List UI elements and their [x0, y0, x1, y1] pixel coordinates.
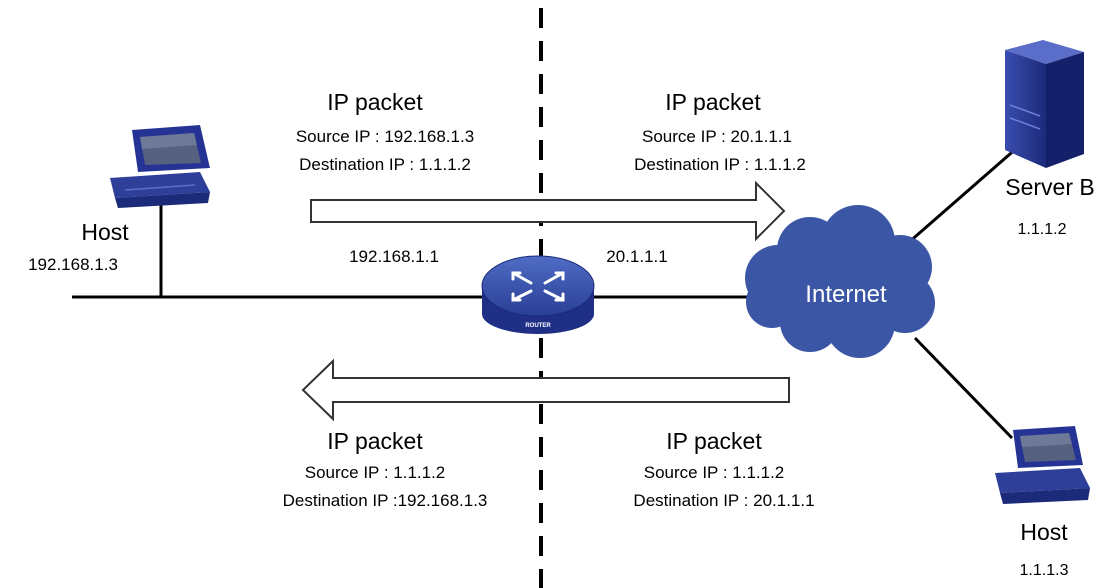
left-host-computer-icon [110, 125, 210, 208]
right-host-label: Host [1020, 519, 1068, 545]
internet-cloud-icon: Internet [745, 205, 935, 358]
left-host-label: Host [81, 219, 129, 245]
packet-destination: Destination IP : 20.1.1.1 [633, 491, 814, 510]
packet-title: IP packet [665, 89, 761, 115]
packet-bottom-right: IP packet Source IP : 1.1.1.2 Destinatio… [633, 428, 814, 510]
packet-title: IP packet [327, 89, 423, 115]
router-lan-ip: 192.168.1.1 [349, 247, 439, 266]
packet-source: Source IP : 192.168.1.3 [296, 127, 474, 146]
packet-top-right: IP packet Source IP : 20.1.1.1 Destinati… [634, 89, 806, 174]
packet-destination: Destination IP : 1.1.1.2 [299, 155, 471, 174]
router-wan-ip: 20.1.1.1 [606, 247, 667, 266]
packet-destination: Destination IP : 1.1.1.2 [634, 155, 806, 174]
host-link [913, 336, 1014, 440]
packet-source: Source IP : 20.1.1.1 [642, 127, 792, 146]
inbound-arrow [301, 358, 790, 422]
packet-source: Source IP : 1.1.1.2 [644, 463, 785, 482]
router-icon: ROUTER [481, 255, 595, 334]
packet-title: IP packet [327, 428, 423, 454]
packet-top-left: IP packet Source IP : 192.168.1.3 Destin… [296, 89, 474, 174]
server-b-ip: 1.1.1.2 [1018, 221, 1067, 238]
packet-title: IP packet [666, 428, 762, 454]
packet-source: Source IP : 1.1.1.2 [305, 463, 446, 482]
right-host-computer-icon [995, 426, 1090, 504]
internet-label: Internet [805, 281, 887, 308]
packet-bottom-left: IP packet Source IP : 1.1.1.2 Destinatio… [283, 428, 488, 510]
packet-destination: Destination IP :192.168.1.3 [283, 491, 488, 510]
outbound-arrow [310, 180, 786, 242]
router-badge-label: ROUTER [525, 323, 551, 329]
server-b-icon [1005, 40, 1084, 168]
server-b-label: Server B [1005, 174, 1094, 200]
server-link [899, 145, 1019, 252]
right-host-ip: 1.1.1.3 [1020, 562, 1069, 579]
left-host-ip: 192.168.1.3 [28, 255, 118, 274]
